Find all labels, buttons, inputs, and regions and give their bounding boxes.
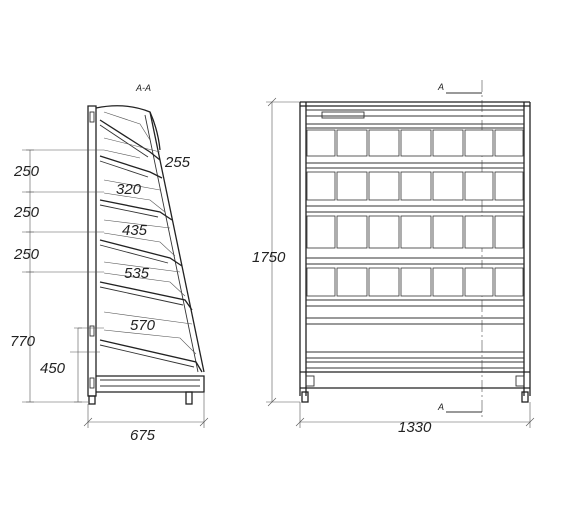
dim-overall-height: 1750 <box>252 249 286 266</box>
foot-left <box>301 391 309 403</box>
vertical-dimensions <box>22 149 104 403</box>
product-row-1 <box>306 129 524 157</box>
dim-shelf-spacing-3: 250 <box>13 246 40 263</box>
front-frame <box>149 111 205 373</box>
top-frame <box>300 101 530 107</box>
shelf-6 <box>99 339 203 373</box>
cut-label-top: A <box>437 82 444 92</box>
dim-overall-depth: 675 <box>130 427 156 444</box>
product-row-3 <box>306 215 524 249</box>
shelf-4 <box>99 239 183 267</box>
left-upright <box>299 102 307 396</box>
shelf-rails <box>306 123 524 369</box>
foot-right <box>521 391 529 403</box>
foot-rear <box>88 395 96 405</box>
dim-shelf-depth-2: 320 <box>116 181 142 198</box>
front-base <box>300 371 530 389</box>
back-upright <box>87 105 97 397</box>
shelf-5 <box>99 281 193 311</box>
dim-shelf-depth-4: 535 <box>124 265 150 282</box>
dim-shelf-depth-3: 435 <box>122 222 148 239</box>
shelf-3 <box>99 199 173 221</box>
side-section-view: A-A <box>10 83 209 444</box>
shelf-1 <box>99 119 161 161</box>
dim-overall-width: 1330 <box>398 419 432 436</box>
dim-shelf-spacing-1: 250 <box>13 163 40 180</box>
shelves <box>99 111 203 373</box>
foot-front <box>185 391 193 405</box>
dim-bottom-lower: 450 <box>40 360 66 377</box>
dim-shelf-spacing-2: 250 <box>13 204 40 221</box>
front-view: A A <box>252 80 535 436</box>
section-label: A-A <box>135 83 151 93</box>
product-row-4 <box>306 267 524 297</box>
shelf-2 <box>99 155 163 179</box>
right-upright <box>523 102 531 396</box>
base <box>96 375 205 393</box>
product-row-2 <box>306 171 524 201</box>
cut-label-bottom: A <box>437 402 444 412</box>
dim-bottom-total: 770 <box>10 333 36 350</box>
dim-shelf-depth-1: 255 <box>164 154 191 171</box>
dim-shelf-depth-5: 570 <box>130 317 156 334</box>
shelf-depth-leaders <box>103 137 193 325</box>
